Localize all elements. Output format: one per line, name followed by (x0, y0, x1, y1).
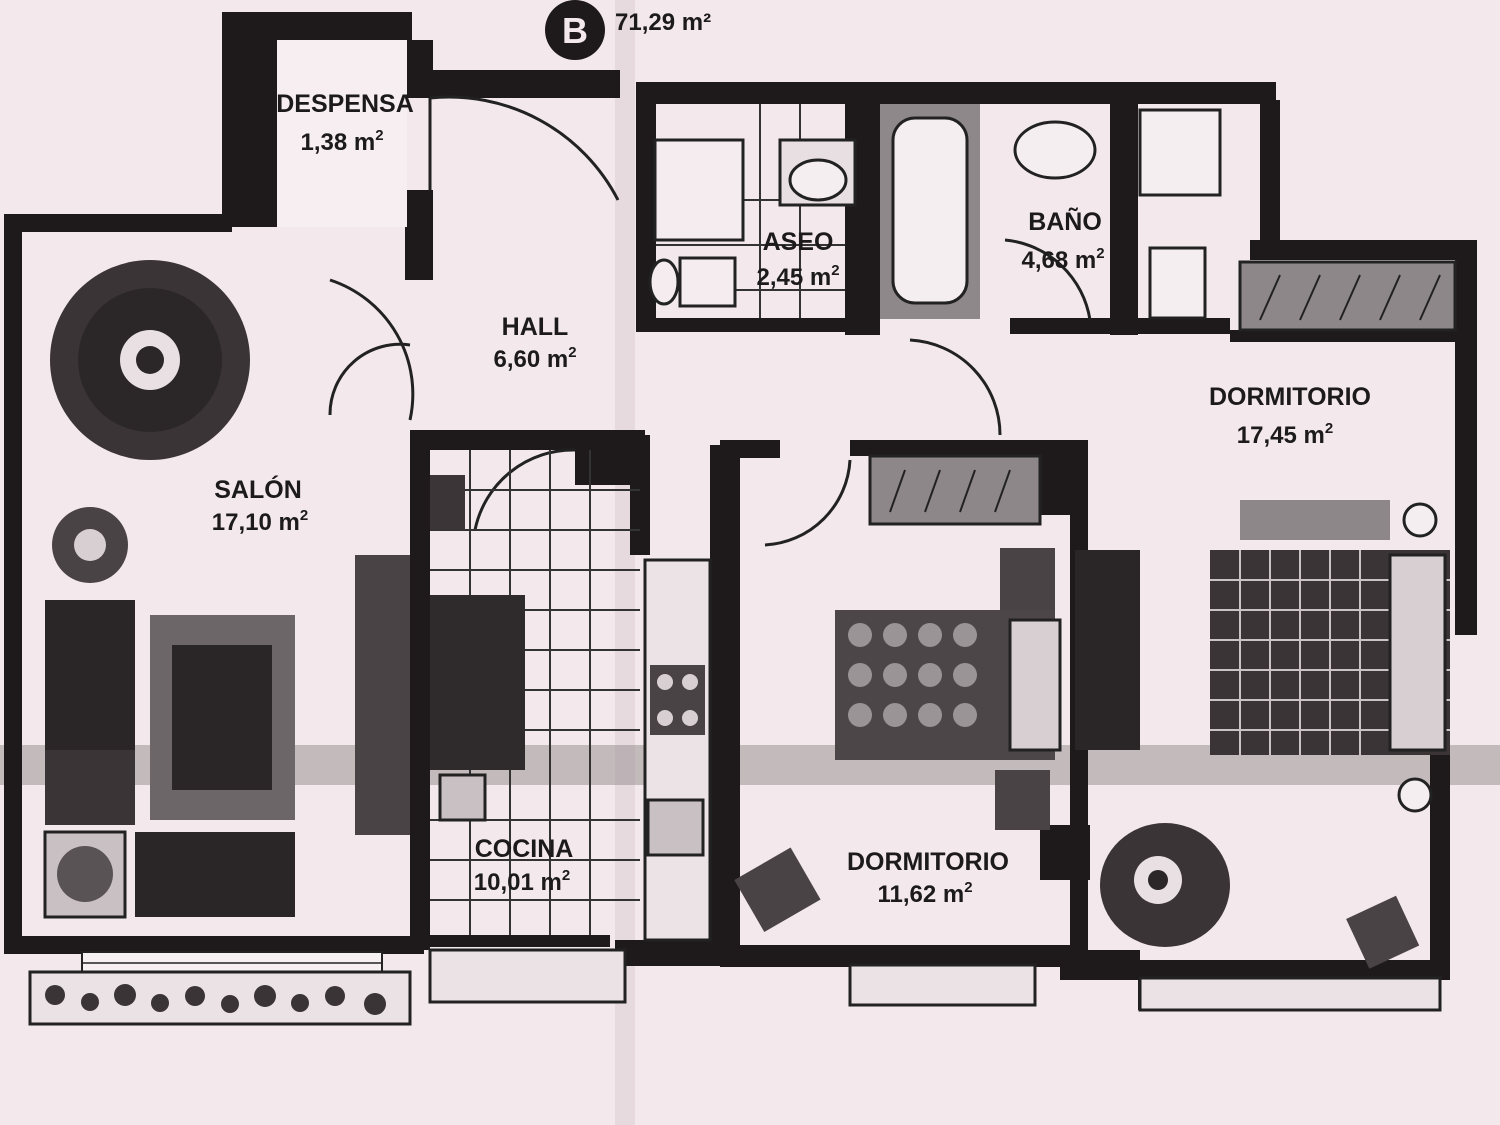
chair-main-icon (1346, 895, 1420, 969)
fridge-icon (430, 475, 465, 530)
room-cocina-name: COCINA (475, 835, 574, 863)
windows (28, 948, 1442, 1026)
room-salon-area: 17,10 m2 (212, 507, 308, 536)
armchair-icon (43, 830, 295, 919)
lamp-icon (1402, 502, 1438, 538)
room-dormitorio-small-area: 11,62 m2 (877, 879, 972, 908)
wardrobe-small-icon (868, 454, 1042, 526)
kitchen-counter-icon (643, 558, 712, 942)
room-labels: DESPENSA 1,38 m2 HALL 6,60 m2 ASEO 2,45 … (212, 90, 1371, 908)
room-salon-name: SALÓN (214, 474, 302, 504)
lamp-2-icon (1397, 777, 1433, 813)
shower-tray-icon (653, 138, 745, 242)
room-despensa-area: 1,38 m2 (300, 127, 383, 156)
shelf-icon (1240, 500, 1390, 540)
room-aseo-name: ASEO (763, 228, 834, 256)
room-bano-area: 4,68 m2 (1021, 245, 1104, 274)
room-despensa-name: DESPENSA (276, 90, 414, 118)
kitchen-table-icon (430, 595, 525, 770)
chair-dorm-icon (734, 847, 821, 932)
stove-icon (650, 665, 705, 735)
room-hall-area: 6,60 m2 (493, 344, 576, 373)
room-dormitorio-main-area: 17,45 m2 (1237, 420, 1333, 449)
room-dormitorio-small-name: DORMITORIO (847, 848, 1009, 876)
counter-icon (355, 555, 410, 835)
plan-badge: B (545, 0, 605, 60)
walls (4, 12, 1477, 1010)
room-aseo-area: 2,45 m2 (756, 262, 839, 291)
paper-fold-vertical (615, 0, 635, 1125)
total-area: 71,29 m² (615, 9, 711, 36)
room-dormitorio-main-name: DORMITORIO (1209, 383, 1371, 411)
aseo-fixtures (648, 104, 857, 318)
rug-icon (150, 615, 295, 820)
nightstand-2-icon (995, 770, 1050, 830)
nightstand-icon (1000, 548, 1055, 610)
plan-badge-letter: B (562, 10, 588, 51)
bed-main-icon (1210, 550, 1450, 755)
wardrobe-main-icon (1238, 260, 1457, 332)
chair-icon (438, 773, 487, 822)
plant-icon (52, 507, 128, 583)
bano-fixtures (880, 104, 1222, 320)
toilet-icon (678, 256, 737, 308)
dining-table-icon (50, 260, 250, 460)
room-cocina-area: 10,01 m2 (474, 867, 570, 896)
bano-sink-icon (1013, 120, 1097, 180)
kitchen-sink-icon (646, 798, 705, 857)
room-bano-name: BAÑO (1028, 206, 1102, 236)
bano-toilet-icon (1138, 108, 1222, 197)
bed-small-icon (835, 610, 1062, 760)
balcony-plants-icon (45, 984, 386, 1015)
despensa-floor (277, 40, 407, 227)
door-swings (328, 95, 1092, 547)
round-table-icon (1100, 823, 1230, 947)
desk-icon (1075, 550, 1140, 750)
sofa-icon (45, 600, 135, 825)
room-hall-name: HALL (502, 313, 569, 341)
bidet-icon (1148, 246, 1207, 320)
